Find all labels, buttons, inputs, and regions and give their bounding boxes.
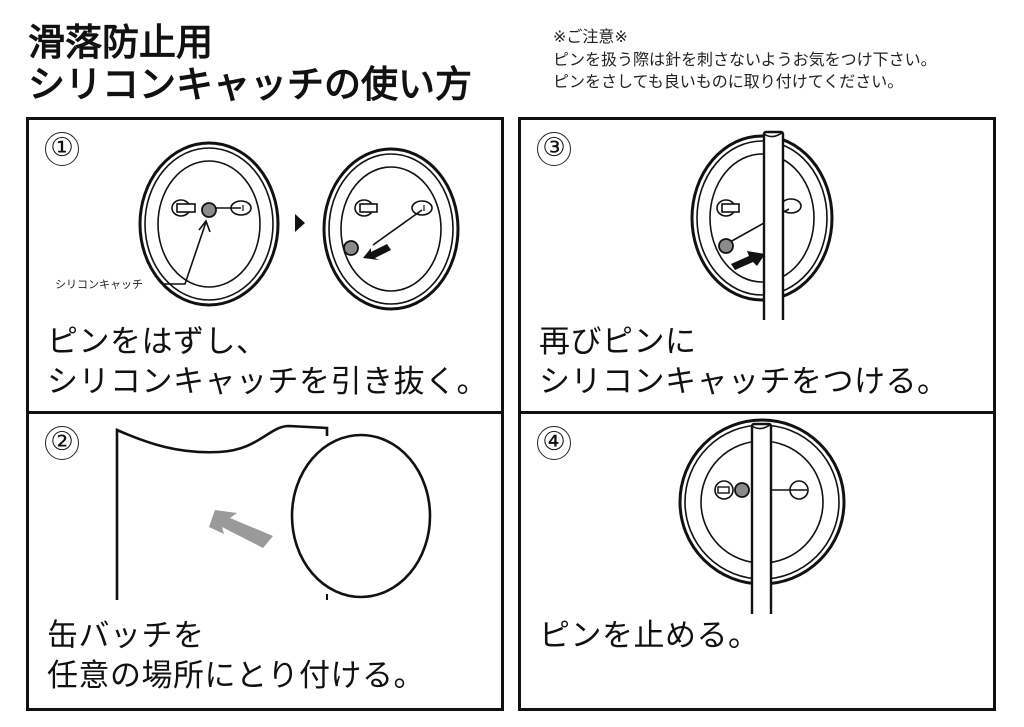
- silicone-catch-icon: [201, 202, 217, 218]
- step-3-caption-line-1: 再びピンに: [539, 324, 697, 360]
- silicone-catch-icon: [718, 238, 734, 254]
- step-4-panel: ④ ピンを止める。: [518, 411, 996, 711]
- step-2-panel: ② 缶バッチを 任意の場所にとり付ける。: [26, 411, 504, 711]
- caution-line-2: ピンをさしても良いものに取り付けてください。: [553, 72, 904, 91]
- step-number-3: ③: [537, 132, 571, 166]
- pull-out-arrow-icon: [363, 244, 391, 260]
- caution-notice: ※ご注意※ ピンを扱う際は針を刺さないようお気をつけ下さい。 ピンをさしても良い…: [553, 26, 937, 94]
- badge-back-icon: [138, 141, 280, 307]
- step-2-caption-line-2: 任意の場所にとり付ける。: [47, 658, 425, 694]
- caution-line-1: ピンを扱う際は針を刺さないようお気をつけ下さい。: [553, 49, 937, 69]
- step-3-panel: ③ 再びピンに シリコンキャッチをつける。: [518, 117, 996, 414]
- pin-icon: [762, 130, 785, 320]
- step-4-caption: ピンを止める。: [539, 616, 760, 656]
- page-title: 滑落防止用 シリコンキャッチの使い方: [28, 22, 472, 106]
- step-4-illustration: [678, 418, 846, 614]
- step-3-caption-line-2: シリコンキャッチをつける。: [539, 364, 949, 400]
- step-number-1: ①: [45, 132, 79, 166]
- silicone-catch-label: シリコンキャッチ: [55, 278, 143, 291]
- step-1-illustration: [138, 141, 460, 311]
- title-line-2: シリコンキャッチの使い方: [28, 63, 472, 106]
- step-4-caption-line-1: ピンを止める。: [539, 618, 760, 654]
- step-1-caption: ピンをはずし、 シリコンキャッチを引き抜く。: [47, 322, 488, 402]
- fabric-icon: [115, 424, 329, 600]
- title-line-1: 滑落防止用: [28, 21, 213, 64]
- step-1-caption-line-2: シリコンキャッチを引き抜く。: [47, 364, 488, 400]
- step-number-2: ②: [45, 426, 79, 460]
- next-step-arrow-icon: [295, 214, 305, 232]
- caution-heading: ※ご注意※: [553, 27, 628, 46]
- step-2-illustration: [115, 424, 432, 600]
- silicone-catch-icon: [734, 482, 750, 498]
- insert-arrow-icon: [731, 251, 765, 270]
- step-number-4: ④: [537, 426, 571, 460]
- step-3-illustration: [690, 130, 834, 320]
- step-1-panel: ① シリコンキャッチ: [26, 117, 504, 414]
- pin-icon: [750, 422, 773, 614]
- step-1-caption-line-1: ピンをはずし、: [47, 324, 268, 360]
- attach-arrow-icon: [209, 510, 273, 548]
- step-2-caption-line-1: 缶バッチを: [47, 618, 205, 654]
- step-3-caption: 再びピンに シリコンキャッチをつける。: [539, 322, 949, 402]
- step-2-caption: 缶バッチを 任意の場所にとり付ける。: [47, 616, 425, 696]
- badge-icon: [290, 433, 432, 599]
